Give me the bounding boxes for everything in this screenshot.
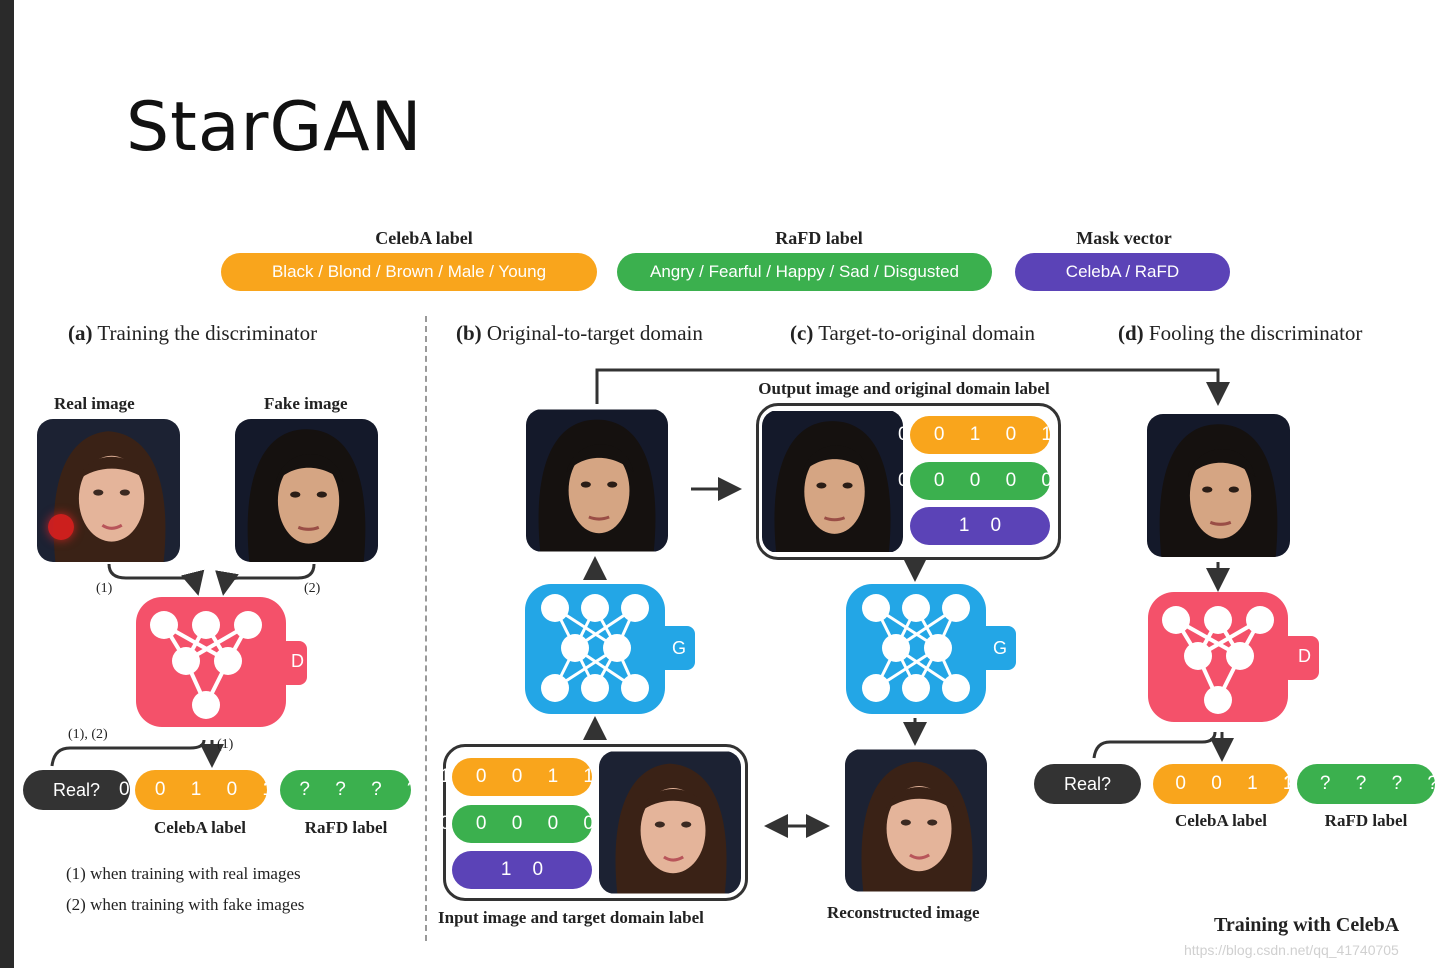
out-rafd-bits: 0 0 0 0 0: [898, 462, 1052, 500]
slide: StarGAN CelebA label Black / Blond / Bro…: [14, 0, 1437, 968]
reconstructed-image: [845, 749, 987, 892]
output-frame: [756, 403, 1061, 560]
real-question-d: Real?: [1034, 764, 1141, 804]
legend-mask-title: Mask vector: [1076, 228, 1172, 248]
discriminator-a-letter: D: [291, 651, 304, 671]
in-celeba-bits: 1 0 0 1 1: [440, 758, 594, 796]
in-rafd-bits: 0 0 0 0 0: [440, 805, 594, 843]
real-question-a: Real?: [23, 770, 130, 810]
reconstructed-caption: Reconstructed image: [827, 903, 980, 922]
note-fake: (2) when training with fake images: [66, 895, 305, 914]
legend-celeba-title: CelebA label: [375, 228, 473, 248]
rafd-label-a: RaFD label: [304, 818, 388, 837]
legend-rafd-title: RaFD label: [775, 228, 863, 248]
input-image: [599, 751, 741, 894]
output-caption: Output image and original domain label: [758, 379, 1050, 398]
panel-d-header: (d) Fooling the discriminator: [1118, 321, 1363, 345]
input-caption: Input image and target domain label: [438, 908, 704, 927]
fooling-image: [1147, 414, 1290, 557]
watermark: https://blog.csdn.net/qq_41740705: [1184, 942, 1399, 958]
celeba-bits-d: 1 0 0 1 1: [1140, 764, 1293, 804]
fake-image-label: Fake image: [264, 394, 348, 413]
real-image: [37, 419, 180, 562]
panel-separator: [425, 316, 427, 941]
input-frame: [443, 744, 748, 901]
legend-mask-pill: CelebA / RaFD: [1015, 253, 1230, 291]
translated-image: [526, 409, 668, 552]
discriminator-a: D: [136, 597, 311, 732]
edge-label-12: (1), (2): [68, 727, 108, 742]
rafd-label-d: RaFD label: [1324, 811, 1408, 830]
slide-title: StarGAN: [126, 88, 423, 167]
generator-2-letter: G: [993, 638, 1008, 658]
connector-lines: [50, 368, 1234, 838]
discriminator-d-letter: D: [1298, 646, 1311, 666]
footer-caption: Training with CelebA: [1214, 914, 1400, 936]
panel-c-header: (c) Target-to-original domain: [790, 321, 1036, 345]
rafd-bits-d: ? ? ? ? ?: [1284, 764, 1437, 804]
celeba-label-d: CelebA label: [1174, 811, 1268, 830]
cursor-indicator: [48, 514, 74, 540]
edge-label-2: (2): [304, 581, 321, 596]
panel-a-header: (a) Training the discriminator: [68, 321, 318, 345]
celeba-bits-a: 0 0 1 0 1: [119, 770, 273, 810]
rafd-bits-a: ? ? ? ? ?: [264, 770, 417, 810]
celeba-label-a: CelebA label: [153, 818, 247, 837]
edge-label-1b: (1): [217, 737, 234, 752]
note-real: (1) when training with real images: [66, 864, 301, 883]
discriminator-d: D: [1148, 592, 1323, 727]
legend-celeba-pill: Black / Blond / Brown / Male / Young: [221, 253, 597, 291]
fake-image: [235, 419, 378, 562]
legend-rafd-pill: Angry / Fearful / Happy / Sad / Disguste…: [617, 253, 992, 291]
out-celeba-bits: 0 0 1 0 1: [898, 416, 1052, 454]
real-image-label: Real image: [54, 394, 135, 413]
generator-1: G: [525, 584, 700, 719]
panel-b-header: (b) Original-to-target domain: [456, 321, 703, 345]
generator-2: G: [846, 584, 1021, 719]
in-mask-bits: 1 0: [452, 851, 592, 889]
out-mask-bits: 1 0: [910, 507, 1050, 545]
output-image: [762, 410, 903, 553]
edge-label-1: (1): [96, 581, 113, 596]
generator-1-letter: G: [672, 638, 687, 658]
